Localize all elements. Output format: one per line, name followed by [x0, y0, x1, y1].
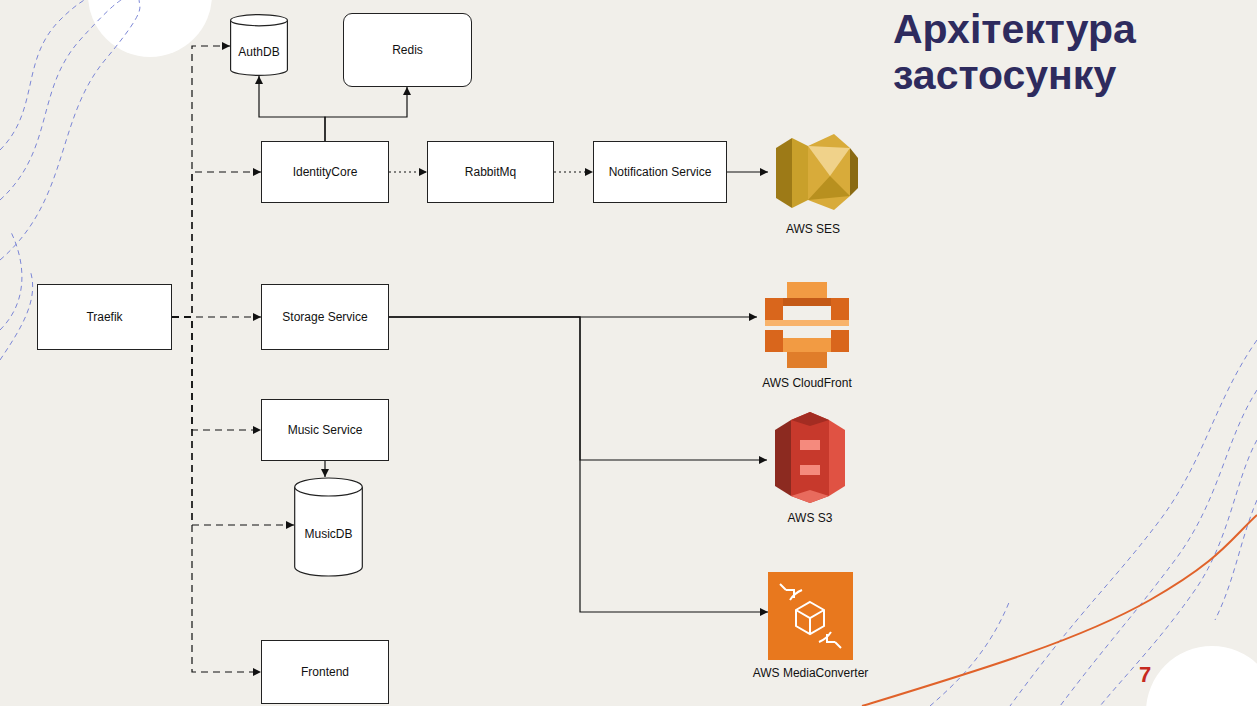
- connector: [727, 168, 768, 176]
- aws-icon: AWS CloudFront: [757, 280, 857, 370]
- arrow-head: [419, 168, 427, 176]
- arrow-head: [222, 42, 230, 50]
- gateway-box: Traefik: [37, 284, 172, 350]
- aws-icon: AWS S3: [767, 410, 853, 505]
- connector-line: [259, 76, 325, 141]
- connector-line: [389, 317, 767, 460]
- service-box: Music Service: [261, 399, 389, 461]
- arrow-head: [760, 608, 768, 616]
- arrow-head: [585, 168, 593, 176]
- node-label: Notification Service: [609, 165, 712, 179]
- arrow-head: [253, 313, 261, 321]
- arrow-head: [255, 76, 263, 84]
- database-cylinder: MusicDB: [294, 477, 363, 577]
- node-label: IdentityCore: [293, 165, 358, 179]
- connector-line: [172, 46, 230, 317]
- icon-label: AWS SES: [786, 222, 840, 236]
- arrow-head: [253, 168, 261, 176]
- arrow-head: [286, 521, 294, 529]
- node-label: RabbitMq: [465, 165, 516, 179]
- page-number: 7: [1139, 662, 1151, 688]
- arrow-head: [760, 168, 768, 176]
- service-box: Notification Service: [593, 141, 727, 203]
- service-box: IdentityCore: [261, 141, 389, 203]
- node-label: MusicDB: [304, 527, 352, 541]
- node-label: Music Service: [288, 423, 363, 437]
- icon-label: AWS S3: [788, 511, 833, 525]
- cache-box: Redis: [343, 13, 472, 87]
- icon-label: AWS CloudFront: [762, 376, 852, 390]
- connector-line: [172, 317, 261, 672]
- node-label: Storage Service: [282, 310, 367, 324]
- arrow-head: [403, 87, 411, 95]
- icon-label: AWS MediaConverter: [753, 666, 869, 680]
- queue-box: RabbitMq: [427, 141, 554, 203]
- connector-line: [172, 172, 261, 317]
- database-cylinder: AuthDB: [230, 14, 288, 76]
- slide-title: Архітектура застосунку: [893, 6, 1243, 98]
- connector: [321, 461, 329, 477]
- connector: [172, 168, 261, 317]
- aws-icon: AWS MediaConverter: [768, 572, 853, 660]
- arrow-head: [749, 313, 757, 321]
- connector-line: [389, 317, 768, 612]
- arrow-head: [253, 426, 261, 434]
- connector: [389, 168, 427, 176]
- node-label: Frontend: [301, 665, 349, 679]
- arrow-head: [253, 668, 261, 676]
- connector: [172, 317, 261, 434]
- connector: [554, 168, 593, 176]
- connector: [389, 317, 767, 464]
- connector: [172, 317, 261, 676]
- node-label: Traefik: [86, 310, 122, 324]
- connector: [255, 76, 325, 141]
- connector: [325, 87, 411, 141]
- node-label: Redis: [392, 43, 423, 57]
- connector-line: [325, 87, 407, 141]
- connector: [172, 42, 230, 317]
- service-box: Storage Service: [261, 284, 389, 350]
- arrow-head: [321, 469, 329, 477]
- aws-icon: AWS SES: [768, 128, 858, 216]
- connector: [389, 317, 768, 616]
- node-label: AuthDB: [238, 45, 279, 59]
- connector-line: [172, 317, 261, 430]
- arrow-head: [759, 456, 767, 464]
- frontend-box: Frontend: [261, 640, 389, 704]
